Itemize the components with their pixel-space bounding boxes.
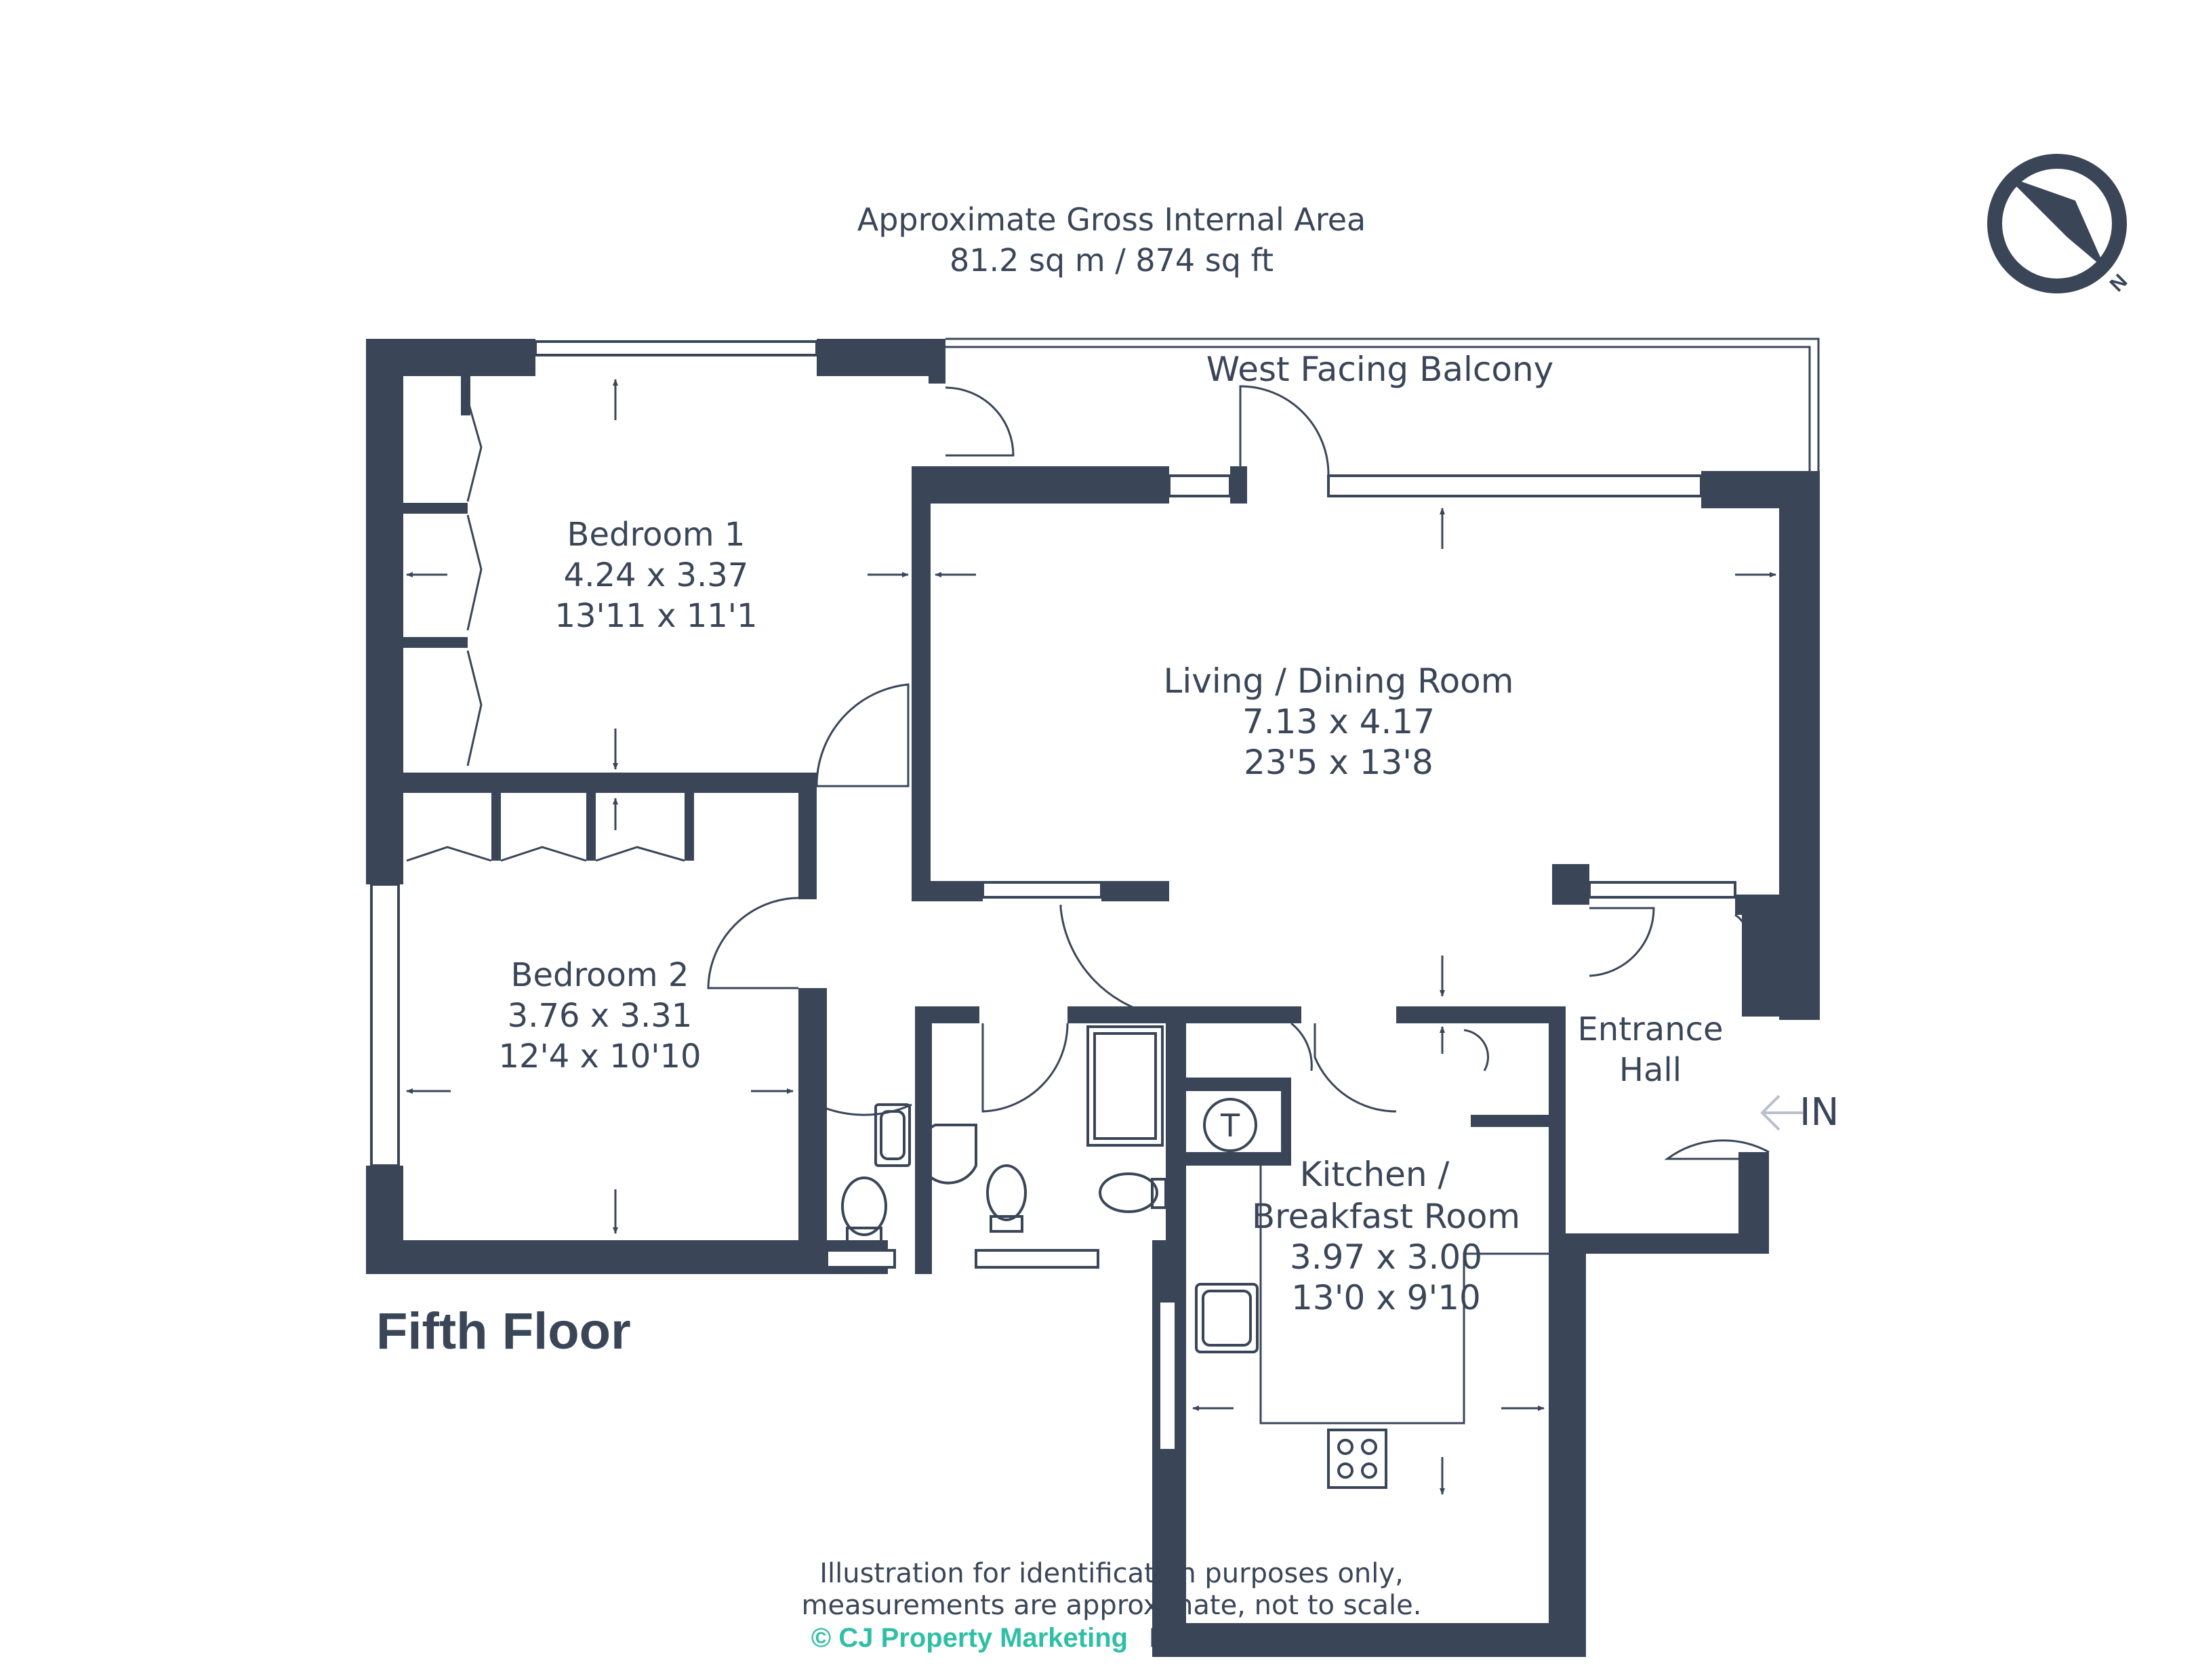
bedroom1-name: Bedroom 1 bbox=[567, 516, 746, 554]
area-value: 81.2 sq m / 874 sq ft bbox=[950, 242, 1274, 279]
entrance-line2: Hall bbox=[1619, 1051, 1682, 1089]
water-tank-icon: T bbox=[1203, 1098, 1257, 1152]
credit-line: © CJ Property Marketing Produced for Rob… bbox=[811, 1623, 1419, 1653]
kitchen-counter bbox=[1259, 1159, 1549, 1425]
bedroom2-name: Bedroom 2 bbox=[511, 956, 689, 994]
disclaimer-line1: Illustration for identification purposes… bbox=[819, 1558, 1404, 1589]
bedroom1-metric: 4.24 x 3.37 bbox=[564, 556, 749, 594]
tank-symbol: T bbox=[1220, 1107, 1240, 1144]
doors bbox=[406, 385, 1770, 1160]
living-metric: 7.13 x 4.17 bbox=[1242, 702, 1435, 741]
sanitary-fixtures bbox=[841, 1025, 1387, 1489]
produced-for-text: Produced for Robsons bbox=[1149, 1623, 1419, 1653]
living-name: Living / Dining Room bbox=[1164, 661, 1514, 701]
compass-label: N bbox=[2106, 270, 2132, 296]
entry-label: IN bbox=[1799, 1090, 1839, 1134]
entrance-line1: Entrance bbox=[1577, 1010, 1723, 1048]
compass-north-icon: N bbox=[1987, 154, 2132, 296]
windows bbox=[370, 340, 1736, 1452]
balcony-outline bbox=[945, 337, 1820, 471]
bedroom2-imperial: 12'4 x 10'10 bbox=[498, 1038, 701, 1075]
bedroom2-metric: 3.76 x 3.31 bbox=[508, 997, 693, 1035]
living-imperial: 23'5 x 13'8 bbox=[1244, 743, 1433, 782]
kitchen-imperial: 13'0 x 9'10 bbox=[1291, 1278, 1481, 1317]
entry-arrow-icon bbox=[1760, 1094, 1803, 1131]
balcony-label: West Facing Balcony bbox=[1206, 350, 1554, 389]
kitchen-line2: Breakfast Room bbox=[1252, 1197, 1520, 1236]
dimension-arrows bbox=[406, 379, 1776, 1495]
area-title: Approximate Gross Internal Area bbox=[857, 201, 1366, 238]
credit-text: © CJ Property Marketing bbox=[811, 1623, 1128, 1653]
kitchen-metric: 3.97 x 3.00 bbox=[1290, 1237, 1482, 1277]
floor-label: Fifth Floor bbox=[376, 1303, 631, 1360]
bedroom1-imperial: 13'11 x 11'1 bbox=[554, 597, 757, 635]
kitchen-line1: Kitchen / bbox=[1300, 1155, 1450, 1194]
disclaimer-line2: measurements are approximate, not to sca… bbox=[802, 1590, 1422, 1621]
